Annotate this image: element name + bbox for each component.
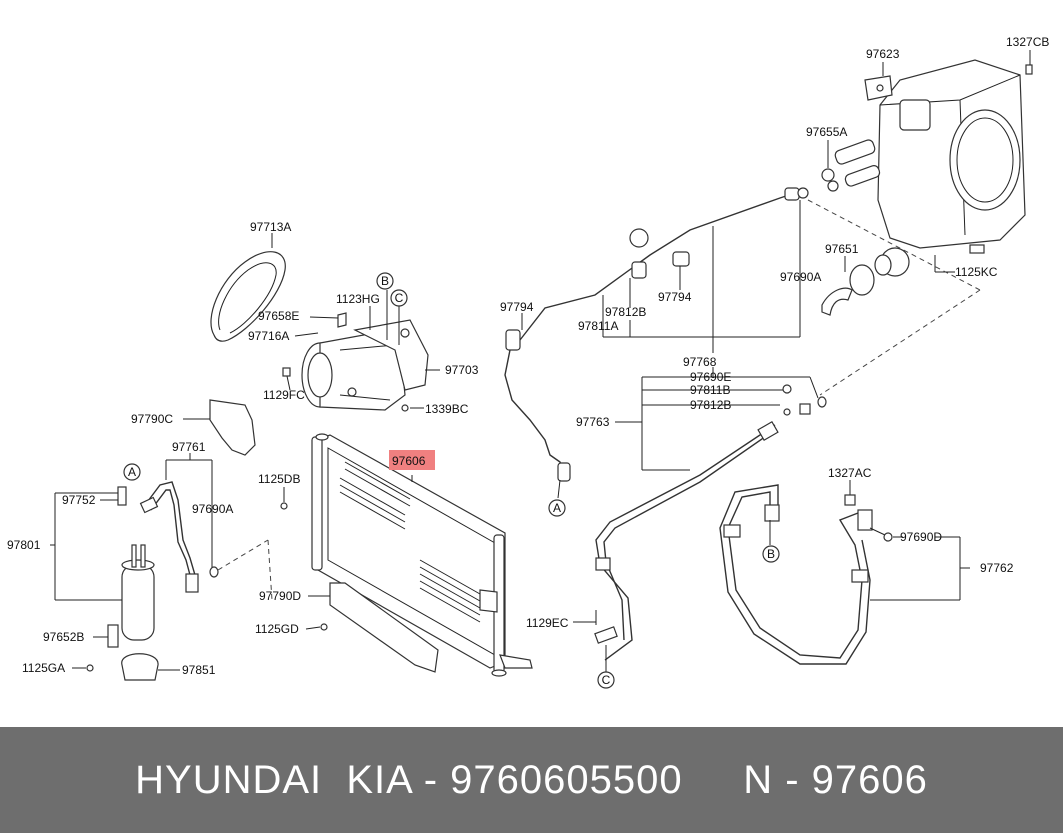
label-97713a: 97713A [250,220,291,234]
highlight-box [389,450,435,470]
label-97690a-left: 97690A [192,502,233,516]
label-97812b-mid: 97812B [690,398,731,412]
label-97716a: 97716A [248,329,289,343]
hose-97761 [139,481,199,593]
ref-circle-a-mid [548,499,566,517]
footer-banner: HYUNDAI KIA - 9760605500 N - 97606 [0,727,1063,833]
sensor-cap [629,228,649,248]
label-1129fc: 1129FC [263,388,305,402]
condenser [311,433,533,677]
label-97763: 97763 [576,415,610,429]
label-97623: 97623 [866,47,900,61]
bracket-97790d [329,582,439,673]
ref-letter-b-mid: B [767,547,775,561]
label-97690e: 97690E [690,370,731,384]
label-97658e: 97658E [258,309,299,323]
ref-circle-c-top [390,289,408,307]
evaporator-unit [821,59,1033,316]
label-1129ec: 1129EC [526,616,569,630]
suction-hose-97763 [594,420,779,661]
drive-belt [210,251,286,342]
label-97652b: 97652B [43,630,84,644]
label-97606: 97606 [392,454,426,468]
label-97690d: 97690D [900,530,942,544]
ref-letter-a-left: A [128,465,136,479]
label-97703: 97703 [445,363,479,377]
receiver-drier [107,486,159,681]
label-97752: 97752 [62,493,96,507]
parts-diagram: A A B B C C 97713A 97658E 97716A 1123HG … [7,35,1049,689]
label-97651: 97651 [825,242,859,256]
label-97690a-right: 97690A [780,270,821,284]
ref-circle-b-top [376,272,394,290]
condenser-fins [339,461,481,623]
label-1125gd: 1125GD [255,622,299,636]
bracket-97790c [209,399,256,456]
ref-letter-b-top: B [381,274,389,288]
footer-title: HYUNDAI KIA - 9760605500 N - 97606 [135,757,928,802]
label-1125db: 1125DB [258,472,300,486]
label-1125ga: 1125GA [22,661,65,675]
label-97851: 97851 [182,663,216,677]
label-1125kc: 1125KC [955,265,998,279]
label-97768: 97768 [683,355,717,369]
label-1123hg: 1123HG [336,292,380,306]
label-97761: 97761 [172,440,206,454]
ac-compressor [301,312,429,411]
label-97790c: 97790C [131,412,173,426]
label-1327ac: 1327AC [828,466,872,480]
label-97811a: 97811A [578,319,618,333]
label-1327cb: 1327CB [1006,35,1049,49]
ref-circle-a-left [123,463,141,481]
ref-circle-b-mid [762,545,780,563]
ref-circle-c-bottom [597,671,615,689]
ref-letter-c-top: C [395,291,404,305]
label-97812b-top: 97812B [605,305,646,319]
discharge-hose-97762 [719,484,873,665]
label-1339bc: 1339BC [425,402,469,416]
label-97794-right: 97794 [658,290,692,304]
label-97790d: 97790D [259,589,301,603]
ref-letter-a-mid: A [553,501,561,515]
liquid-tube-97794 [504,192,796,482]
label-97655a: 97655A [806,125,847,139]
label-97811b: 97811B [690,383,730,397]
label-97762: 97762 [980,561,1014,575]
ref-letter-c-bottom: C [602,673,611,687]
label-97794-left: 97794 [500,300,534,314]
label-97801: 97801 [7,538,41,552]
